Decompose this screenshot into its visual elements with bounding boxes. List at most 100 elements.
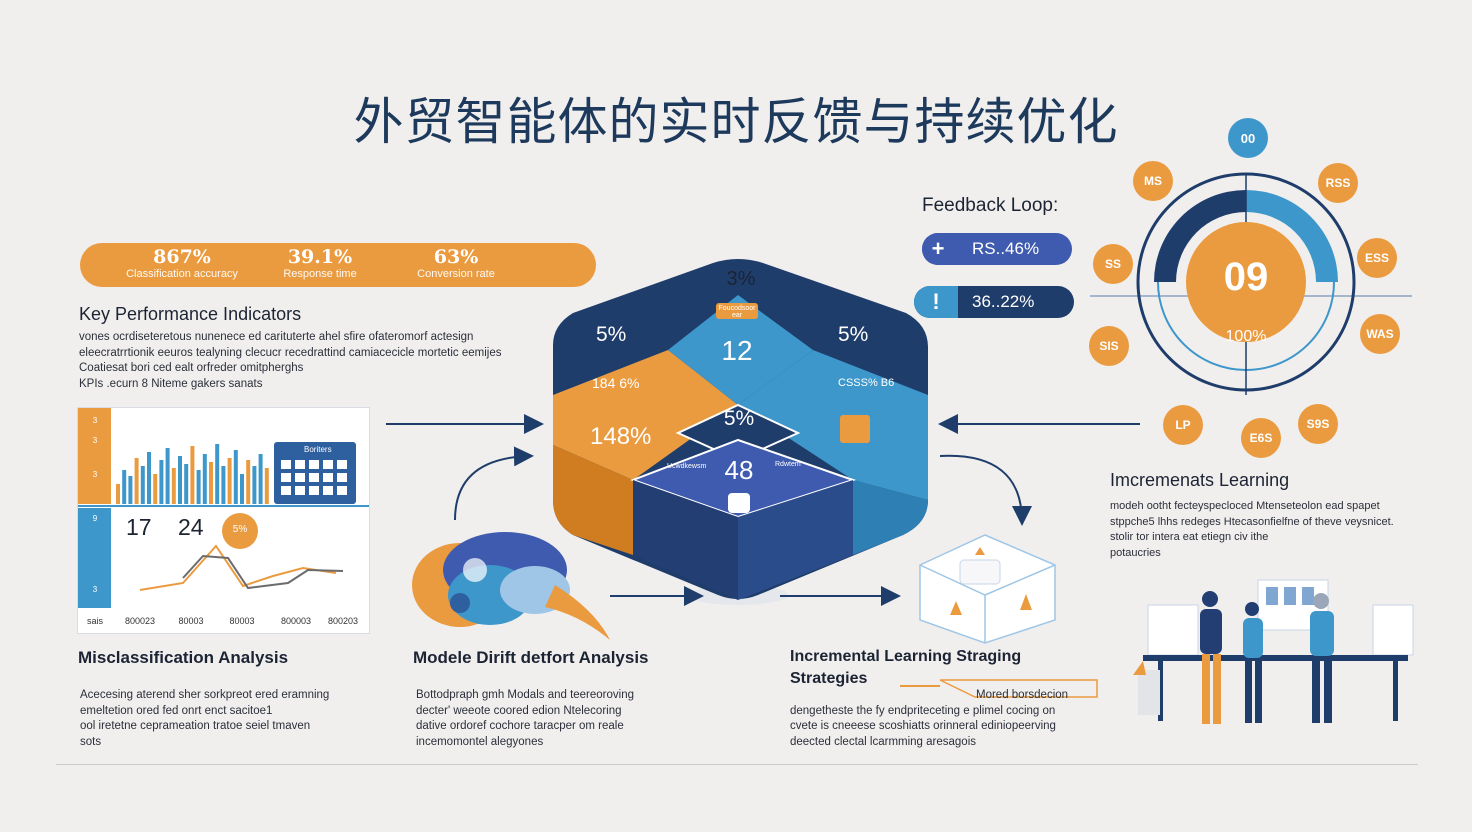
- y-label: 3: [92, 470, 98, 479]
- y-label: 9: [92, 514, 98, 523]
- hex-diagram: [553, 259, 928, 605]
- alert-icon: !: [914, 286, 958, 318]
- person-leg: [1312, 656, 1320, 723]
- segment-right-shade: [853, 480, 928, 555]
- spark-bar: [215, 444, 220, 504]
- segment-center-upper: [668, 295, 813, 405]
- bubble: [450, 593, 470, 613]
- hex-bottom-left-tag: Ucwdkewsm: [667, 463, 707, 470]
- kpi-description: vones ocrdiseteretous nunenece ed caritu…: [79, 330, 539, 392]
- arrow-drift-to-hub: [454, 446, 534, 521]
- kpi-summary-bar: 867% Classification accuracy 39.1% Respo…: [80, 243, 596, 287]
- misclassification-heading: Misclassification Analysis: [78, 648, 289, 667]
- flag-shape: [975, 547, 985, 555]
- window-pane: [1284, 587, 1296, 605]
- gauge-satellite: WAS: [1360, 314, 1400, 354]
- strategy-illustration: [919, 534, 1056, 644]
- top-badge-shape: [716, 303, 758, 319]
- calendar-label: Boriters: [304, 445, 332, 454]
- kpi-chart-panel: 3 3 3 9 3 Boriters 17 24 5% sais 800023 …: [77, 407, 370, 634]
- person-leg: [1213, 654, 1221, 724]
- calendar-cell: [337, 460, 347, 469]
- spark-bar: [159, 460, 164, 504]
- hex-left-lower-tag: 184 6%: [592, 375, 640, 391]
- feedback-pill-alert-text: 36..22%: [972, 292, 1035, 311]
- spark-bar: [246, 460, 251, 504]
- top-axis-bar: [78, 408, 111, 504]
- glass-box-edges: [919, 564, 1056, 643]
- strategies-line: deected clectal lcarmming aresagois: [790, 735, 977, 748]
- gauge-sub: 100%: [1225, 328, 1267, 345]
- arrow-hub-to-learning: [939, 454, 1032, 526]
- incremental-heading: Imcremenats Learning: [1110, 470, 1290, 490]
- board: [1147, 604, 1199, 656]
- accent-shape: [950, 601, 962, 615]
- segment-left-shade: [553, 445, 633, 555]
- strategies-line: Mored borsdecion: [976, 689, 1069, 701]
- drift-illustration: [412, 532, 610, 640]
- x-tick: 800023: [124, 616, 156, 626]
- bubble: [463, 558, 487, 582]
- feedback-heading: Feedback Loop:: [922, 195, 1059, 216]
- calendar-cell: [309, 460, 319, 469]
- gauge-satellite: E6S: [1241, 418, 1281, 458]
- calendar-cell: [323, 486, 333, 495]
- kpi-line: vones ocrdiseteretous nunenece ed caritu…: [79, 331, 474, 343]
- hex-bottom-value: 48: [724, 455, 754, 485]
- person-leg: [1255, 658, 1262, 723]
- x-tick: 800203: [327, 616, 359, 626]
- accent-shape: [1020, 594, 1032, 610]
- kpi-conversion-value: 63%: [433, 246, 479, 268]
- drift-swoosh: [545, 585, 610, 640]
- x-tick: 80003: [229, 616, 255, 626]
- kpi-chart-graphic: [78, 408, 369, 608]
- gauge-satellite: ESS: [1357, 238, 1397, 278]
- gauge-top-badge: 00: [1228, 118, 1268, 158]
- spark-bar: [202, 454, 207, 504]
- database-icon: [728, 493, 750, 513]
- trend-line-orange: [139, 544, 337, 591]
- person-leg: [1202, 654, 1210, 724]
- drift-line: dative ordoref cochore taracper om reale: [416, 720, 624, 732]
- misclassification-description: Acecesing aterend sher sorkpreot ered er…: [80, 688, 380, 750]
- spark-bar: [240, 474, 244, 504]
- kpi-accuracy: 867% Classification accuracy: [112, 246, 252, 280]
- window-pane: [1302, 587, 1314, 605]
- kpi-line: Coatiesat bori ced ealt orfreder omitphe…: [79, 362, 304, 374]
- spark-bar: [264, 468, 269, 504]
- strategy-accent: [939, 679, 1098, 698]
- kpi-response-value: 39.1%: [287, 246, 353, 268]
- plus-icon: +: [922, 233, 954, 265]
- misclassification-line: ool iretetne ceprameation tratoe seiel t…: [80, 720, 311, 732]
- drift-heading: Modele Dirift detfort Analysis: [413, 648, 649, 667]
- hex-left-lower: 148%: [590, 423, 652, 450]
- gauge-satellite: SIS: [1089, 326, 1129, 366]
- kpi-line: KPIs .ecurn 8 Niteme gakers sanats: [79, 377, 263, 390]
- person-head: [1245, 602, 1259, 616]
- gauge-navy-segment: [1154, 190, 1246, 282]
- calendar-cell: [295, 473, 305, 482]
- highlight-badge-circle: [222, 513, 258, 549]
- segment-left-lower: [553, 350, 738, 480]
- segment-right-lower: [738, 350, 928, 500]
- person-body: [1310, 611, 1334, 656]
- spark-bar: [252, 466, 257, 504]
- hex-right-upper: 5%: [838, 323, 869, 346]
- spark-bar: [227, 458, 232, 504]
- feedback-pill-positive: + RS..46%: [922, 233, 1072, 265]
- drift-line: incemomontel alegyones: [416, 735, 544, 748]
- kpi-response-label: Response time: [283, 268, 357, 280]
- hex-bottom-right-tag: Rdwtem: [775, 461, 801, 468]
- table-leg: [1393, 661, 1398, 721]
- table-leg: [1158, 661, 1163, 721]
- spark-bar: [122, 470, 127, 504]
- x-tick: sais: [86, 616, 103, 626]
- calendar-cell: [323, 473, 333, 482]
- drift-description: Bottodpraph gmh Modals and teereoroving …: [416, 688, 716, 750]
- person-body: [1243, 618, 1263, 658]
- gauge-blue-segment: [1246, 190, 1338, 282]
- hex-right-lower-tag: CSSS% B6: [838, 377, 895, 389]
- strategies-line: cvete is cneeese scoshiatts orinneral ed…: [790, 720, 1056, 732]
- strategies-line: dengetheste the fy endpriteceting e plim…: [790, 704, 1056, 717]
